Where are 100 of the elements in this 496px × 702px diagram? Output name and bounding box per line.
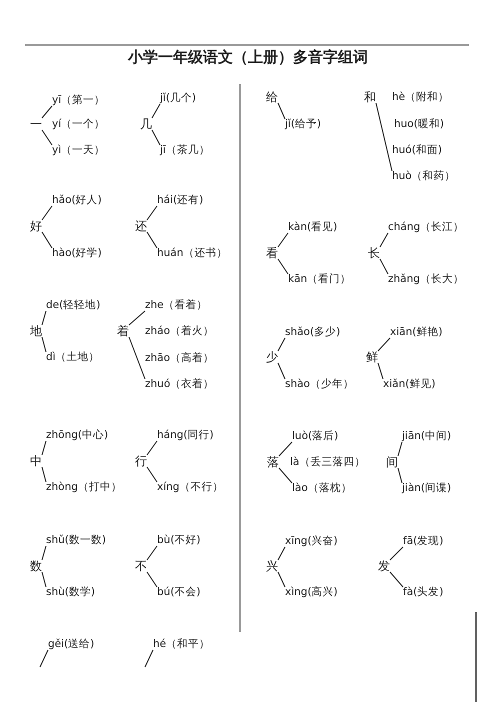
- branch-line: [42, 310, 46, 326]
- pinyin-reading: lào（落枕）: [292, 482, 352, 495]
- hanzi-character: 少: [266, 350, 278, 364]
- pinyin-reading: zhǎng（长大）: [388, 273, 464, 286]
- branch-line: [42, 572, 46, 588]
- pinyin-reading: yī（第一）: [52, 94, 106, 107]
- branch-line: [278, 468, 292, 484]
- pinyin-reading: dì（土地）: [46, 351, 100, 364]
- pinyin-reading: de(轻轻地): [46, 299, 100, 312]
- pinyin-reading: fā(发现): [403, 535, 444, 548]
- pinyin-reading: fà(头发): [403, 586, 444, 599]
- branch-line: [42, 336, 46, 352]
- pinyin-reading: zhōng(中心): [46, 429, 108, 442]
- pinyin-reading: xíng（不行）: [157, 481, 224, 494]
- pinyin-reading: gěi(送给): [48, 638, 94, 651]
- pinyin-reading: cháng（长江）: [388, 221, 464, 234]
- branch-line: [42, 440, 46, 456]
- branch-line: [128, 310, 146, 326]
- pinyin-reading: hè（附和）: [392, 91, 450, 104]
- branch-line: [146, 206, 158, 220]
- hanzi-character: 行: [135, 454, 147, 468]
- hanzi-character: 发: [378, 559, 390, 574]
- branch-line: [278, 232, 288, 248]
- hanzi-character: 兴: [266, 559, 278, 574]
- branch-line: [278, 362, 286, 380]
- branch-line: [146, 546, 158, 560]
- branch-line: [146, 440, 158, 456]
- page-title: 小学一年级语文（上册）多音字组词: [128, 48, 368, 66]
- pinyin-reading: hǎo(好人): [52, 194, 102, 207]
- branch-line: [398, 442, 402, 456]
- branch-line: [40, 650, 48, 668]
- pinyin-reading: zhāo（高着）: [145, 352, 214, 365]
- pinyin-reading: xiān(鲜艳): [390, 326, 442, 339]
- hanzi-character: 着: [117, 324, 129, 338]
- pinyin-reading: bú(不会): [157, 586, 201, 599]
- pinyin-reading: hé（和平）: [153, 638, 210, 651]
- pinyin-reading: xīng(兴奋): [285, 535, 338, 548]
- branch-line: [380, 258, 388, 274]
- branch-line: [376, 102, 392, 172]
- pinyin-reading: yí（一个）: [52, 118, 106, 131]
- pinyin-reading: huò（和药）: [392, 170, 456, 183]
- hanzi-character: 一: [30, 117, 42, 132]
- hanzi-character: 还: [135, 219, 147, 234]
- hanzi-character: 几: [140, 117, 152, 132]
- branch-line: [278, 546, 286, 560]
- branch-line: [42, 466, 46, 482]
- pinyin-reading: jiàn(间谍): [402, 482, 452, 495]
- pinyin-reading: bù(不好): [157, 534, 201, 547]
- pinyin-reading: jiān(中间): [402, 430, 452, 443]
- pinyin-reading: hái(还有): [157, 194, 204, 207]
- pinyin-reading: xìng(高兴): [285, 586, 338, 599]
- branch-line: [146, 572, 158, 588]
- hanzi-character: 不: [135, 559, 147, 574]
- branch-line: [42, 206, 52, 220]
- branch-line: [42, 130, 52, 146]
- pinyin-reading: xiǎn(鲜见): [383, 378, 436, 391]
- branch-line: [42, 232, 52, 248]
- hanzi-character: 间: [386, 455, 398, 470]
- pinyin-reading: zhòng（打中）: [46, 481, 122, 494]
- branch-line: [398, 468, 402, 484]
- branch-line: [278, 572, 286, 588]
- branch-line: [128, 336, 146, 380]
- pinyin-reading: zháo（着火）: [145, 325, 214, 338]
- pinyin-reading: shù(数学): [46, 586, 95, 599]
- branch-line: [152, 104, 160, 118]
- hanzi-character: 看: [266, 246, 278, 260]
- branch-line: [278, 102, 286, 120]
- hanzi-character: 长: [368, 246, 380, 260]
- hanzi-character: 数: [30, 559, 42, 574]
- hanzi-character: 给: [266, 90, 278, 104]
- branch-line: [146, 466, 158, 482]
- branch-line: [278, 442, 292, 456]
- hanzi-character: 地: [30, 324, 42, 338]
- branch-line: [42, 546, 46, 560]
- pinyin-reading: zhe（看着）: [145, 299, 208, 312]
- hanzi-character: 中: [30, 454, 42, 468]
- pinyin-reading: jī（茶几）: [160, 144, 210, 157]
- branch-line: [278, 338, 286, 352]
- branch-line: [42, 106, 52, 118]
- hanzi-character: 落: [267, 455, 279, 470]
- branch-line: [278, 258, 288, 274]
- hanzi-character: 鲜: [366, 350, 378, 364]
- pinyin-reading: là（丢三落四）: [290, 456, 366, 469]
- pinyin-reading: huán（还书）: [157, 247, 228, 260]
- branch-line: [378, 338, 390, 352]
- hanzi-character: 好: [30, 219, 42, 234]
- pinyin-reading: zhuó（衣着）: [145, 378, 214, 391]
- branch-line: [152, 130, 160, 146]
- branch-line: [390, 572, 404, 588]
- branch-line: [390, 546, 404, 560]
- hanzi-character: 和: [364, 90, 376, 104]
- pinyin-reading: luò(落后): [292, 430, 338, 443]
- pinyin-reading: yì（一天）: [52, 144, 106, 157]
- pinyin-reading: shǎo(多少): [285, 326, 340, 339]
- pinyin-reading: jǐ(给予): [285, 118, 322, 131]
- pinyin-reading: jǐ(几个): [160, 92, 196, 105]
- branch-line: [380, 232, 388, 248]
- pinyin-reading: shǔ(数一数): [46, 534, 106, 547]
- pinyin-reading: huo(暖和): [394, 118, 444, 131]
- branch-line: [144, 650, 154, 668]
